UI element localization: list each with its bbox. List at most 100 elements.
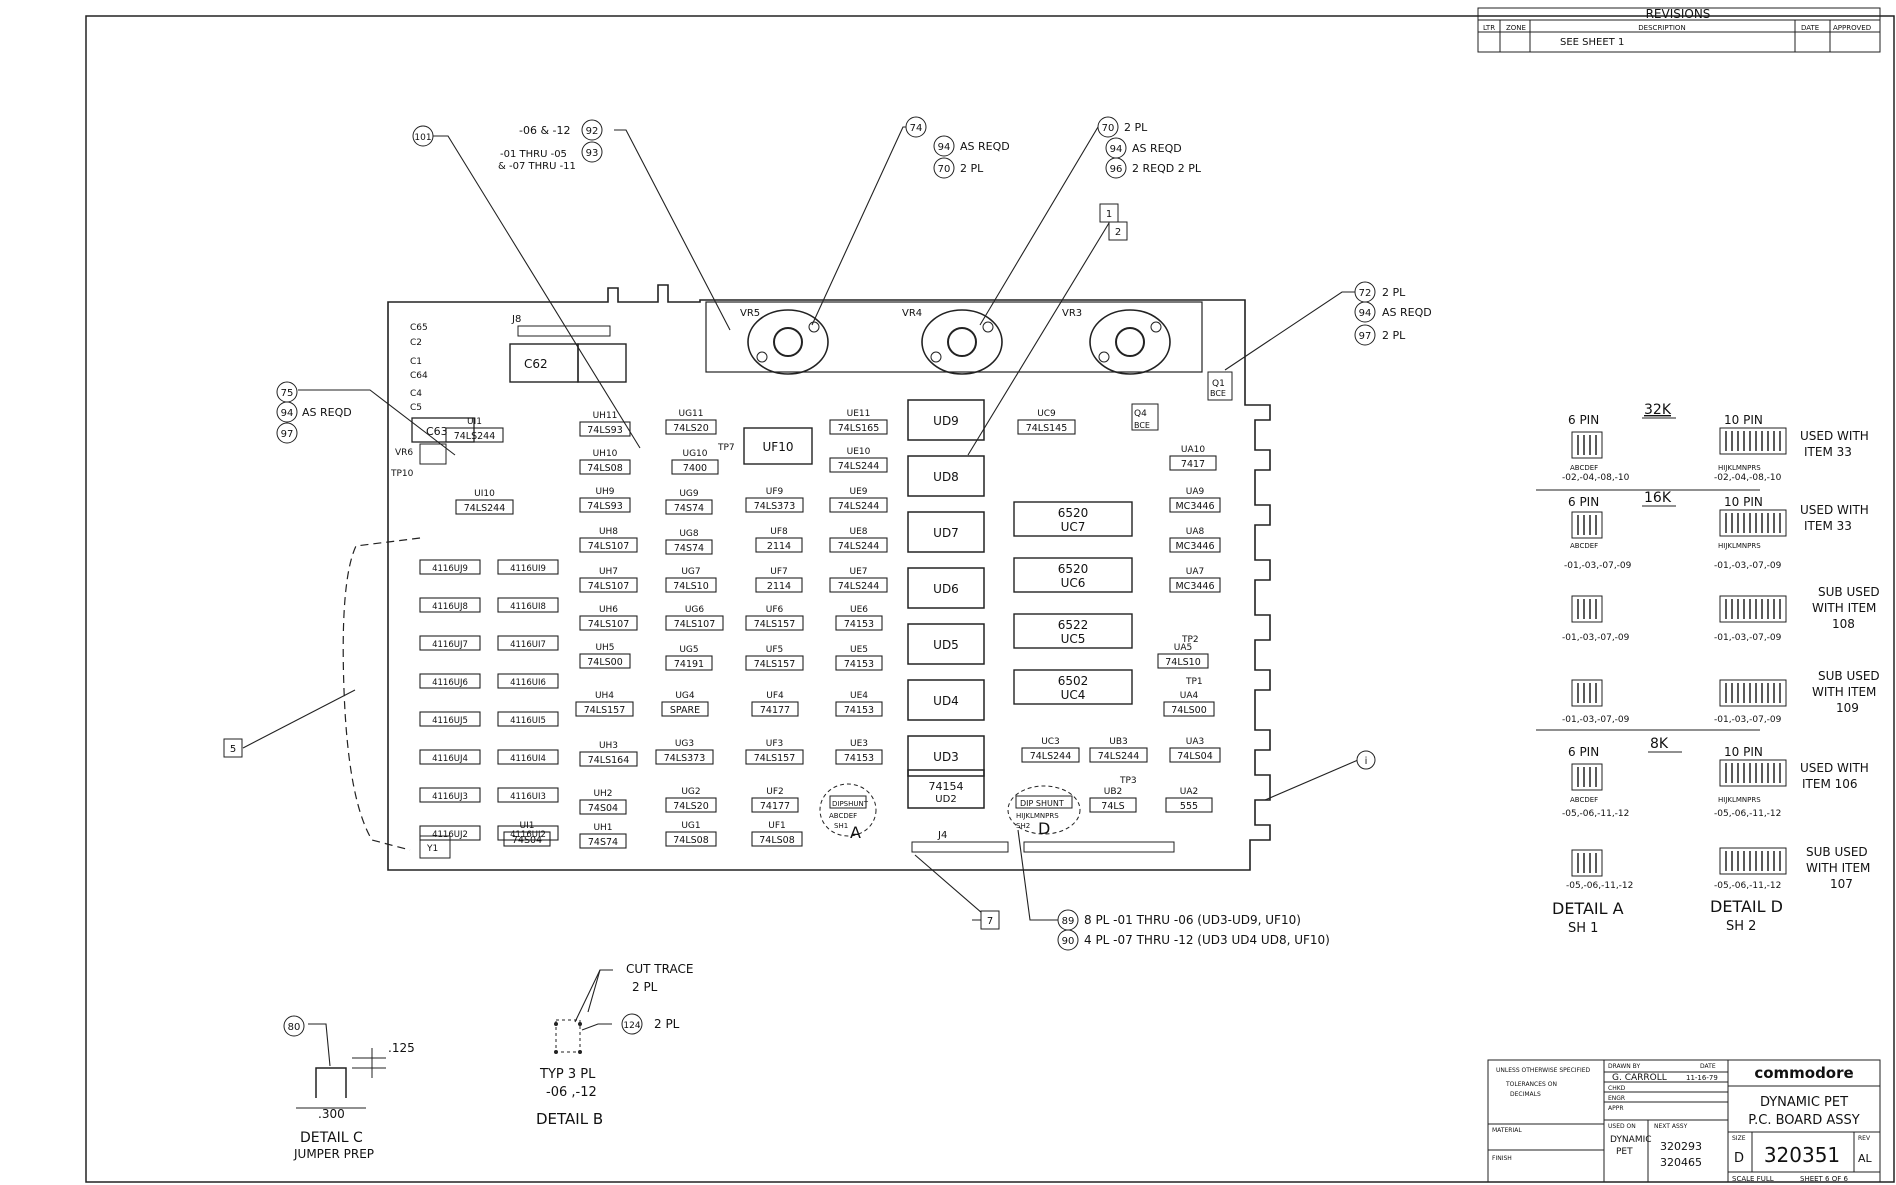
detail-b-pad (555, 1019, 581, 1053)
config-16k-10pin: 10 PIN (1724, 495, 1763, 509)
socket-ud5-label: UD5 (933, 638, 959, 652)
connector-j4-left (911, 841, 1009, 853)
chip-uf3-part: 74LS157 (754, 753, 796, 764)
callout-97a-desc: 2 PL (1382, 329, 1406, 342)
q1-label: Q1 (1212, 379, 1225, 389)
cap-c2-label: C2 (410, 338, 422, 348)
chip-uc7 (1013, 501, 1133, 537)
tb-sheet: SHEET 6 OF 6 (1800, 1175, 1848, 1183)
chip-ug10-part: 7400 (683, 463, 707, 474)
config-32k-item: ITEM 33 (1804, 445, 1852, 459)
chip-uh5 (579, 653, 631, 669)
chip-ua10-ref: UA10 (1181, 445, 1205, 455)
config-8k-item: ITEM 106 (1802, 777, 1858, 791)
chip-ug7-ref: UG7 (681, 567, 700, 577)
chip-ug7 (665, 577, 717, 593)
chip-uh3-ref: UH3 (599, 741, 618, 751)
ram-uj6-label: 4116UJ6 (432, 678, 468, 688)
config-16k-6pin: 6 PIN (1568, 495, 1599, 509)
ram-uj5-label: 4116UJ5 (432, 716, 468, 726)
config-8k: 8K (1650, 736, 1669, 752)
ram-uj3 (419, 787, 481, 803)
chip-uh4 (575, 701, 634, 717)
logic-chip-group: 74LS93UH1174LS244UI174LS08UH1074LS244UI1… (445, 409, 1221, 849)
tb-rev: AL (1858, 1152, 1873, 1165)
callout-74-text: 74 (910, 123, 923, 134)
chip-ug4-part: SPARE (670, 705, 700, 716)
callout-93-desc2: & -07 THRU -11 (498, 161, 576, 172)
chip-ua7-part: MC3446 (1175, 581, 1214, 592)
chip-uh4-part: 74LS157 (584, 705, 626, 716)
callout-89-desc: 8 PL -01 THRU -06 (UD3-UD9, UF10) (1084, 913, 1301, 927)
chip-ud2 (907, 769, 985, 809)
callout-94c-text: 94 (1359, 308, 1372, 319)
chip-ug6 (665, 615, 724, 631)
ram-uj2-label: 4116UJ2 (432, 830, 468, 840)
chip-uf1-part: 74LS08 (759, 835, 795, 846)
chip-uh2-part: 74S04 (588, 803, 618, 814)
chip-uh1 (579, 833, 627, 849)
ram-ui7-label: 4116UI7 (510, 640, 546, 650)
cap-c1-label: C1 (410, 357, 422, 367)
callout-box-7 (980, 910, 1000, 930)
chip-uh9 (579, 497, 631, 513)
ram-uj8 (419, 597, 481, 613)
chip-uf9-ref: UF9 (766, 487, 784, 497)
config-32k-hijk: HIJKLMNPRS (1718, 464, 1761, 472)
tb-size: D (1734, 1151, 1744, 1166)
chip-ua8-ref: UA8 (1186, 527, 1205, 537)
config-8kb-10-dash: -05,-06,-11,-12 (1714, 881, 1781, 891)
chip-uh10-part: 74LS08 (587, 463, 623, 474)
pin-header-16k-d (1719, 509, 1787, 537)
callout-94a (933, 135, 955, 157)
ram-area-dashed (342, 537, 421, 851)
chip-uf1 (751, 831, 803, 847)
chip-ud2-part: 74154 (929, 780, 964, 793)
chip-ug4 (661, 701, 709, 717)
callout-box-5 (223, 738, 243, 758)
callout-96-text: 96 (1110, 164, 1123, 175)
chip-uf6-part: 74LS157 (754, 619, 796, 630)
tb-used-on-1: DYNAMIC (1610, 1135, 1652, 1145)
callout-92-desc: -06 & -12 (519, 124, 571, 137)
cap-c63 (411, 417, 475, 443)
chip-ug5-part: 74191 (674, 659, 704, 670)
tb-used-on: USED ON (1608, 1123, 1636, 1130)
callout-70a-text: 70 (938, 164, 951, 175)
chip-uf5-part: 74LS157 (754, 659, 796, 670)
config-16k-10-dash: -01,-03,-07,-09 (1714, 561, 1782, 571)
socket-ud5 (907, 623, 985, 665)
chip-ue8 (829, 537, 888, 553)
detail-c-125: .125 (388, 1041, 415, 1055)
chip-ue10-part: 74LS244 (838, 461, 880, 472)
ram-uj8-label: 4116UJ8 (432, 602, 468, 612)
ram-ui4-label: 4116UI4 (510, 754, 546, 764)
chip-ug11-part: 74LS20 (673, 423, 709, 434)
callout-97b (276, 422, 298, 444)
chip-ue7-ref: UE7 (850, 567, 868, 577)
callout-94b-text: 94 (1110, 144, 1123, 155)
chip-ug11-ref: UG11 (678, 409, 703, 419)
tp3-label: TP3 (1119, 776, 1137, 786)
chip-uh9-ref: UH9 (595, 487, 614, 497)
config-8k-hijk: HIJKLMNPRS (1718, 796, 1761, 804)
tb-size-label: SIZE (1732, 1135, 1746, 1142)
callout-97a (1354, 324, 1376, 346)
chip-uh2 (579, 799, 627, 815)
chip-ug9-ref: UG9 (679, 489, 699, 499)
chip-uc5-part: 6522 (1058, 618, 1089, 632)
chip-uc5 (1013, 613, 1133, 649)
ram-ui2 (497, 825, 559, 841)
chip-uf3-ref: UF3 (766, 739, 784, 749)
chip-ua4 (1163, 701, 1215, 717)
chip-ui1b-part: 74S04 (512, 835, 542, 846)
j8-label: J8 (511, 314, 521, 325)
chip-ue5 (835, 655, 883, 671)
revisions-col-approved: APPROVED (1833, 24, 1871, 32)
callout-94d-desc: AS REQD (302, 406, 352, 419)
chip-ub3-ref: UB3 (1109, 737, 1128, 747)
vr5-label: VR5 (740, 308, 760, 319)
config-16k-6-dash: -01,-03,-07,-09 (1564, 561, 1632, 571)
chip-ug2-part: 74LS20 (673, 801, 709, 812)
